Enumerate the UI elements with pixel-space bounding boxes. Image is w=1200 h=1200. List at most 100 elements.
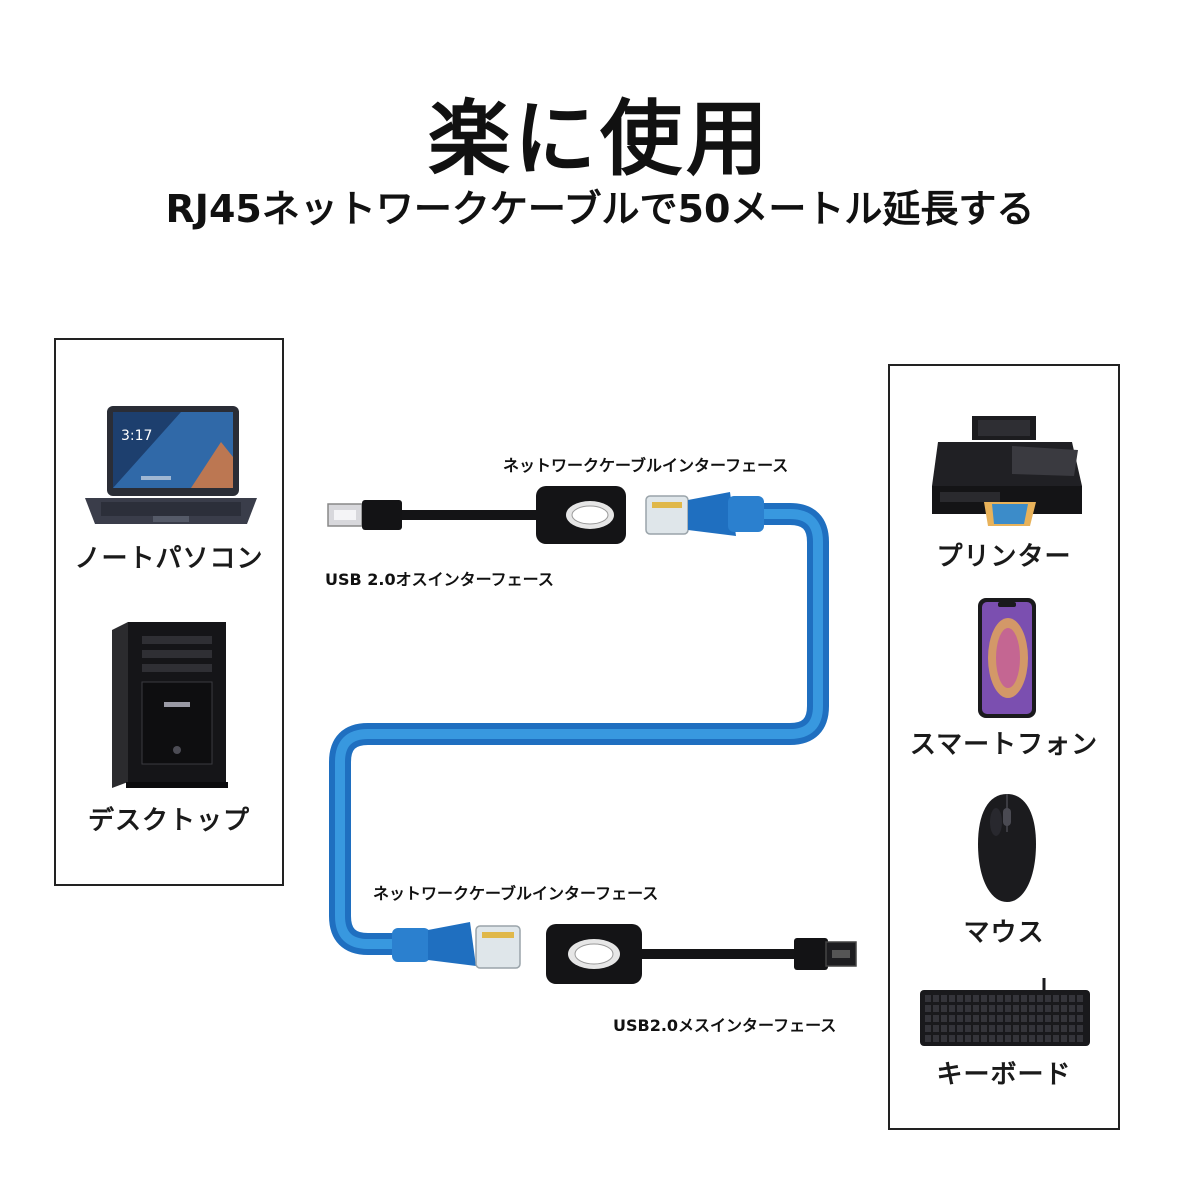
keyboard-key — [1061, 995, 1067, 1002]
device-label-mouse: マウス — [963, 918, 1045, 948]
keyboard-key — [965, 995, 971, 1002]
keyboard-key — [957, 1015, 963, 1022]
device-label-desktop: デスクトップ — [87, 806, 250, 836]
bottom-rj45-adapter-box — [546, 924, 642, 984]
keyboard-key — [1037, 1015, 1043, 1022]
keyboard-key — [1045, 1015, 1051, 1022]
top-rj45-plug — [645, 492, 764, 536]
keyboard-key — [933, 1025, 939, 1032]
keyboard-key — [1005, 1025, 1011, 1032]
laptop-icon: 3:17 — [85, 406, 257, 524]
device-label-printer: プリンター — [936, 542, 1072, 572]
keyboard-key — [1061, 1025, 1067, 1032]
keyboard-key — [1077, 1025, 1083, 1032]
label-usb-male-interface: USB 2.0オスインターフェース — [325, 570, 554, 589]
device-label-keyboard: キーボード — [936, 1060, 1072, 1090]
keyboard-key — [957, 995, 963, 1002]
target-devices-panel: プリンター スマートフォン マウス キーボード — [888, 364, 1120, 1130]
keyboard-key — [1069, 1005, 1075, 1012]
keyboard-key — [949, 995, 955, 1002]
keyboard-key — [933, 995, 939, 1002]
keyboard-key — [1045, 1005, 1051, 1012]
keyboard-key — [997, 1035, 1003, 1042]
keyboard-key — [1037, 1025, 1043, 1032]
keyboard-key — [989, 1025, 995, 1032]
keyboard-key — [1053, 995, 1059, 1002]
smartphone-icon — [978, 598, 1036, 718]
keyboard-key — [1005, 995, 1011, 1002]
keyboard-key — [997, 995, 1003, 1002]
device-label-laptop: ノートパソコン — [74, 544, 264, 574]
usb-female-socket — [794, 938, 857, 970]
label-usb-female-interface: USB2.0メスインターフェース — [613, 1016, 837, 1035]
keyboard-key — [989, 1005, 995, 1012]
keyboard-key — [997, 1025, 1003, 1032]
keyboard-key — [1021, 1025, 1027, 1032]
keyboard-key — [949, 1025, 955, 1032]
keyboard-key — [1013, 1015, 1019, 1022]
keyboard-key — [1077, 1005, 1083, 1012]
keyboard-key — [941, 1025, 947, 1032]
page-title: 楽に使用 — [427, 92, 772, 187]
keyboard-key — [989, 1015, 995, 1022]
keyboard-key — [1005, 1005, 1011, 1012]
keyboard-key — [1061, 1035, 1067, 1042]
keyboard-key — [1053, 1025, 1059, 1032]
keyboard-key — [925, 1005, 931, 1012]
keyboard-key — [957, 1035, 963, 1042]
label-top-network-interface: ネットワークケーブルインターフェース — [503, 456, 789, 475]
keyboard-key — [965, 1005, 971, 1012]
desktop-tower-icon — [112, 622, 228, 788]
keyboard-key — [933, 1015, 939, 1022]
keyboard-key — [1061, 1015, 1067, 1022]
keyboard-key — [1029, 1015, 1035, 1022]
keyboard-key — [1069, 1035, 1075, 1042]
keyboard-key — [1077, 1035, 1083, 1042]
keyboard-key — [1069, 995, 1075, 1002]
keyboard-key — [1053, 1035, 1059, 1042]
keyboard-key — [1069, 1015, 1075, 1022]
keyboard-key — [1013, 1025, 1019, 1032]
keyboard-key — [1045, 1025, 1051, 1032]
laptop-clock: 3:17 — [121, 428, 152, 444]
keyboard-key — [1045, 995, 1051, 1002]
keyboard-key — [973, 1015, 979, 1022]
keyboard-key — [1029, 1005, 1035, 1012]
keyboard-key — [989, 995, 995, 1002]
keyboard-key — [1021, 1015, 1027, 1022]
keyboard-key — [933, 1005, 939, 1012]
keyboard-key — [1037, 1035, 1043, 1042]
keyboard-key — [925, 1035, 931, 1042]
keyboard-key — [949, 1005, 955, 1012]
keyboard-key — [1029, 995, 1035, 1002]
printer-icon — [932, 416, 1082, 526]
usb-male-plug — [327, 500, 402, 530]
label-bottom-network-interface: ネットワークケーブルインターフェース — [373, 884, 659, 903]
bottom-rj45-plug — [392, 922, 521, 969]
keyboard-key — [981, 1005, 987, 1012]
keyboard-key — [1013, 1035, 1019, 1042]
keyboard-icon — [920, 978, 1090, 1046]
keyboard-key — [965, 1015, 971, 1022]
mouse-icon — [978, 794, 1036, 902]
page-subtitle: RJ45ネットワークケーブルで50メートル延長する — [165, 187, 1035, 231]
keyboard-key — [1013, 995, 1019, 1002]
keyboard-key — [973, 1025, 979, 1032]
keyboard-key — [949, 1035, 955, 1042]
keyboard-key — [1005, 1015, 1011, 1022]
keyboard-key — [1037, 995, 1043, 1002]
keyboard-key — [1013, 1005, 1019, 1012]
keyboard-key — [957, 1005, 963, 1012]
keyboard-key — [981, 1035, 987, 1042]
keyboard-key — [949, 1015, 955, 1022]
keyboard-key — [925, 1015, 931, 1022]
keyboard-key — [973, 1035, 979, 1042]
keyboard-key — [1053, 1015, 1059, 1022]
keyboard-key — [1029, 1025, 1035, 1032]
keyboard-key — [973, 995, 979, 1002]
device-label-smartphone: スマートフォン — [909, 730, 1099, 760]
keyboard-key — [1053, 1005, 1059, 1012]
keyboard-key — [957, 1025, 963, 1032]
keyboard-key — [981, 995, 987, 1002]
